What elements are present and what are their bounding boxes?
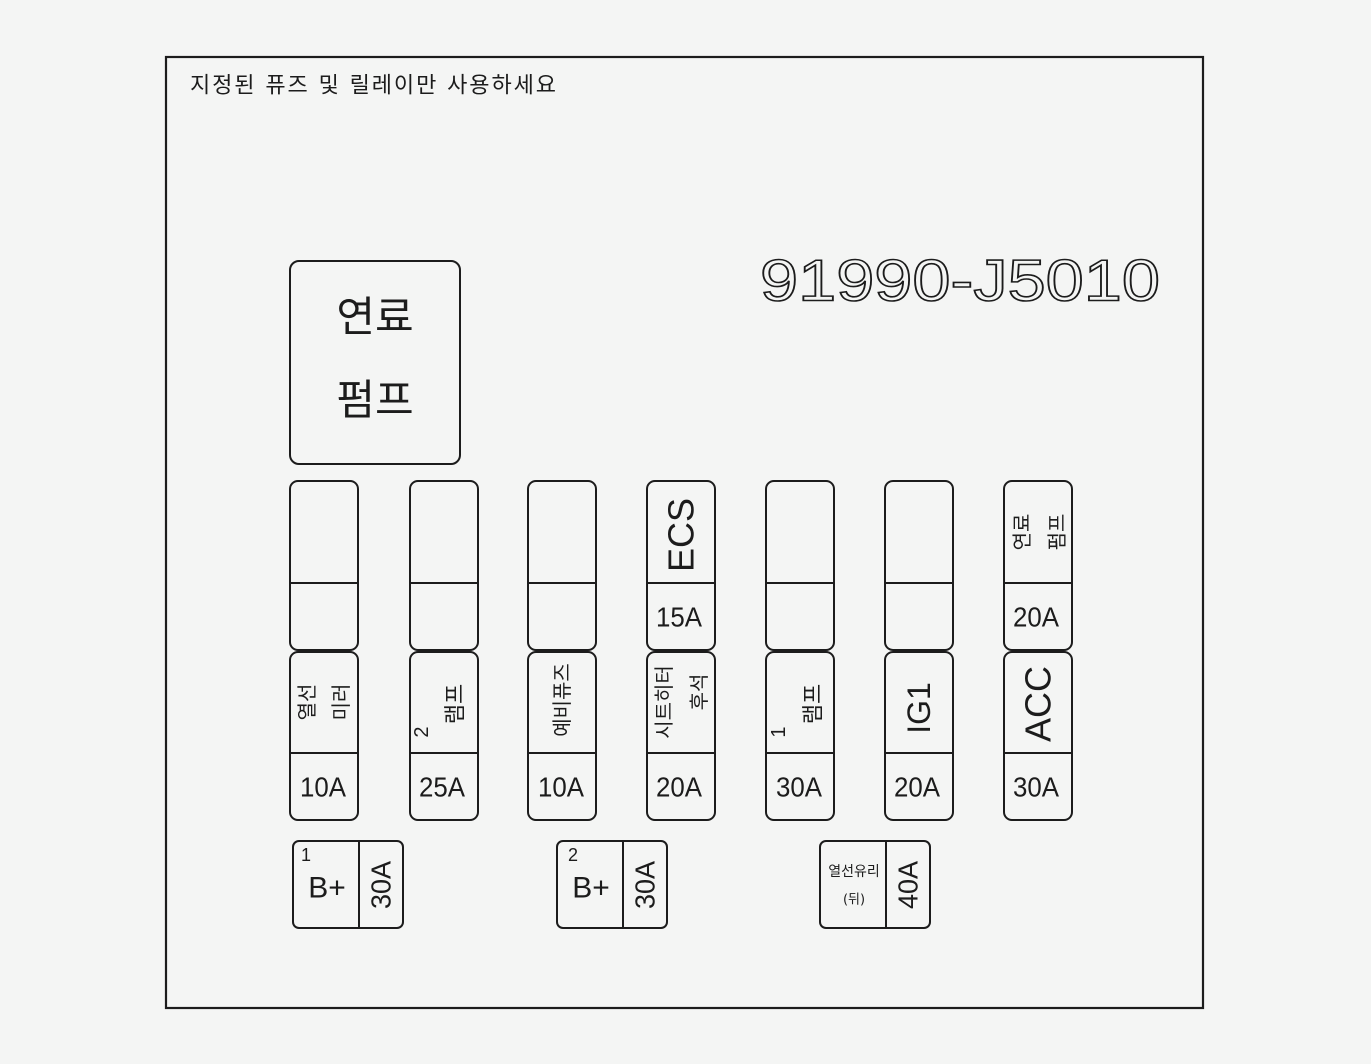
fuse-outline bbox=[884, 651, 954, 821]
fuse-column-3: 예비퓨즈 10A bbox=[527, 480, 597, 821]
fuse-column-1: 열선 미러 10A bbox=[289, 480, 359, 821]
fuse-outline bbox=[884, 480, 954, 651]
fuse-label: IG1 bbox=[901, 682, 937, 734]
fuse-label: ACC bbox=[1018, 666, 1059, 742]
cartridge-label: (뒤) bbox=[843, 893, 865, 908]
fuse-label: 미러 bbox=[329, 684, 353, 721]
fuse-upper: ECS 15A bbox=[646, 480, 716, 651]
fuse-label: 후석 bbox=[687, 674, 711, 711]
fuse-lower: ACC 30A bbox=[1003, 651, 1073, 821]
cartridge-outline bbox=[556, 840, 668, 929]
fuse-rating: 30A bbox=[1013, 772, 1059, 803]
fuse-outline bbox=[765, 480, 835, 651]
fuse-outline bbox=[409, 651, 479, 821]
fuse-lower: 2 램프 25A bbox=[409, 651, 479, 821]
fuse-upper bbox=[409, 480, 479, 651]
fuse-outline bbox=[646, 480, 716, 651]
fuse-column-5: 1 램프 30A bbox=[765, 480, 835, 821]
cartridge-label: B+ bbox=[572, 872, 610, 905]
fuse-column-6: IG1 20A bbox=[884, 480, 954, 821]
fuse-rating: 10A bbox=[300, 772, 346, 803]
fuse-rating: 25A bbox=[419, 772, 465, 803]
fuse-upper: 연료 펌프 20A bbox=[1003, 480, 1073, 651]
cartridge-number: 2 bbox=[568, 845, 578, 865]
cartridge-fuse-2: 2 B+ 30A bbox=[556, 840, 668, 929]
fuse-outline bbox=[289, 480, 359, 651]
fuse-column-2: 2 램프 25A bbox=[409, 480, 479, 821]
fuse-label: 2 bbox=[411, 726, 433, 737]
fuse-label: 램프 bbox=[444, 684, 469, 724]
fuse-lower: 예비퓨즈 10A bbox=[527, 651, 597, 821]
fuse-label: ECS bbox=[661, 498, 702, 572]
cartridge-label: 열선유리 bbox=[828, 864, 880, 880]
fuse-label: 열선 bbox=[295, 684, 319, 721]
fuse-box-outline bbox=[164, 55, 1205, 1010]
fuse-lower: 열선 미러 10A bbox=[289, 651, 359, 821]
fuse-lower: IG1 20A bbox=[884, 651, 954, 821]
fuse-column-7: 연료 펌프 20A ACC 30A bbox=[1003, 480, 1073, 821]
fuse-outline bbox=[765, 651, 835, 821]
fuse-upper bbox=[527, 480, 597, 651]
fuse-lower: 1 램프 30A bbox=[765, 651, 835, 821]
fuse-outline bbox=[1003, 651, 1073, 821]
relay-label-line-2: 펌프 bbox=[336, 376, 413, 425]
fuse-label: 예비퓨즈 bbox=[550, 663, 574, 737]
cartridge-rating: 30A bbox=[630, 861, 661, 909]
fuse-label: 연료 bbox=[1010, 514, 1034, 551]
relay-outline bbox=[289, 260, 461, 465]
fuse-label: 시트히터 bbox=[652, 665, 676, 739]
cartridge-outline bbox=[819, 840, 931, 929]
fuse-rating: 15A bbox=[656, 602, 702, 633]
part-number: 91990-J5010 bbox=[760, 249, 1160, 314]
fuse-rating: 20A bbox=[894, 772, 940, 803]
fuse-upper bbox=[765, 480, 835, 651]
fuse-rating: 20A bbox=[1013, 602, 1059, 633]
fuse-label: 1 bbox=[768, 726, 790, 737]
fuse-outline bbox=[527, 480, 597, 651]
fuse-upper bbox=[884, 480, 954, 651]
fuse-label: 펌프 bbox=[1045, 514, 1069, 551]
cartridge-outline bbox=[292, 840, 404, 929]
fuse-rating: 20A bbox=[656, 772, 702, 803]
fuse-label: 램프 bbox=[802, 684, 827, 724]
fuse-column-4: ECS 15A 시트히터 후석 20A bbox=[646, 480, 716, 821]
fuse-lower: 시트히터 후석 20A bbox=[646, 651, 716, 821]
fuse-outline bbox=[409, 480, 479, 651]
cartridge-fuse-1: 1 B+ 30A bbox=[292, 840, 404, 929]
relay-fuel-pump: 연료 펌프 bbox=[289, 260, 461, 465]
fuse-rating: 30A bbox=[776, 772, 822, 803]
cartridge-rating: 30A bbox=[366, 861, 397, 909]
cartridge-label: B+ bbox=[308, 872, 346, 905]
fuse-outline bbox=[1003, 480, 1073, 651]
relay-label-line-1: 연료 bbox=[336, 293, 413, 342]
cartridge-fuse-3: 열선유리 (뒤) 40A bbox=[819, 840, 931, 929]
notice-text: 지정된 퓨즈 및 릴레이만 사용하세요 bbox=[190, 74, 556, 99]
fuse-outline bbox=[527, 651, 597, 821]
cartridge-number: 1 bbox=[301, 845, 311, 865]
cartridge-rating: 40A bbox=[893, 861, 924, 909]
fuse-outline bbox=[289, 651, 359, 821]
fuse-outline bbox=[646, 651, 716, 821]
fuse-upper bbox=[289, 480, 359, 651]
fuse-rating: 10A bbox=[538, 772, 584, 803]
